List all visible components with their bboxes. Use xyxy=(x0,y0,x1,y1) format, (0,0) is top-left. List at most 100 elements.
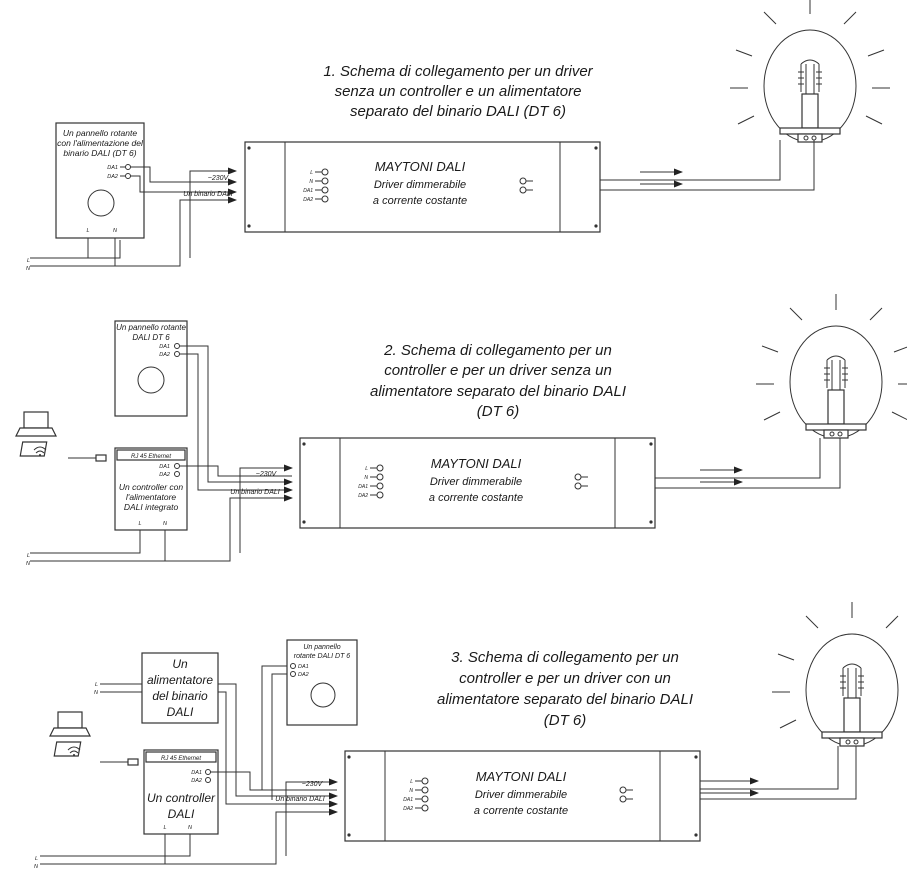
controller-2 xyxy=(114,447,188,531)
panel-1-l: L xyxy=(86,228,89,234)
controller-3-da1: DA1 xyxy=(191,770,202,776)
rotary-panel-1 xyxy=(55,122,145,239)
diagram-2 xyxy=(15,293,907,562)
diagram-2-title-line-3: alimentatore separato del binario DALI xyxy=(370,383,626,400)
driver-1-l: L xyxy=(310,170,313,176)
driver-2-da2: DA2 xyxy=(358,493,368,499)
controller-2-n: N xyxy=(163,521,167,527)
controller-2-text-1: Un controller con xyxy=(119,482,184,492)
ethernet-plug-3 xyxy=(100,758,139,766)
driver-2-n: N xyxy=(364,475,368,481)
controller-2-rj45: RJ 45 Ethernet xyxy=(131,454,171,460)
driver-2-l: L xyxy=(365,466,368,472)
panel-1-n: N xyxy=(113,228,117,234)
diagram-1 xyxy=(30,0,891,267)
driver-2-name: MAYTONI DALI xyxy=(431,456,522,471)
psu-3-text-4: DALI xyxy=(167,705,194,719)
diagram-2-title-line-4: (DT 6) xyxy=(477,403,520,420)
driver-1-da1: DA1 xyxy=(303,188,313,194)
psu-3-text-2: alimentatore xyxy=(147,673,213,687)
diagram-2-title-line-1: 2. Schema di collegamento per un xyxy=(383,342,612,359)
driver-1-line-2: Driver dimmerabile xyxy=(374,179,466,191)
driver-3-line-3: a corrente costante xyxy=(474,805,568,817)
mains-1-l: L xyxy=(27,258,30,264)
rotary-panel-3 xyxy=(286,639,358,726)
panel-2-text-2: DALI DT 6 xyxy=(132,333,170,342)
driver-2-da1: DA1 xyxy=(358,484,368,490)
diagram-3-230v: ~230V xyxy=(302,781,324,788)
lamp-3 xyxy=(771,601,907,747)
panel-3-da2: DA2 xyxy=(298,672,309,678)
diagram-1-title-line-3: separato del binario DALI (DT 6) xyxy=(350,103,566,120)
controller-2-da2: DA2 xyxy=(159,472,170,478)
driver-3-n: N xyxy=(409,788,413,794)
diagram-2-bus: Un binario DALI xyxy=(230,489,279,496)
wires-1 xyxy=(30,140,815,267)
wires-2 xyxy=(30,345,841,562)
panel-1-text-3: binario DALI (DT 6) xyxy=(63,148,136,158)
diagram-1-title-line-2: senza un controller e un alimentatore xyxy=(335,83,582,100)
psu-3-text-3: del binario xyxy=(152,689,208,703)
panel-2-da1: DA1 xyxy=(159,344,170,350)
mains-2-n: N xyxy=(26,561,30,567)
driver-3-da1: DA1 xyxy=(403,797,413,803)
panel-2-text-1: Un pannello rotante xyxy=(116,323,186,332)
panel-1-da2: DA2 xyxy=(107,174,118,180)
controller-2-text-3: DALI integrato xyxy=(124,502,179,512)
diagram-1-230v: ~230V xyxy=(208,175,230,182)
panel-1-text-1: Un pannello rotante xyxy=(63,128,137,138)
mains-1-n: N xyxy=(26,266,30,272)
power-supply-3 xyxy=(141,652,219,724)
psu-3-mains-l: L xyxy=(95,682,98,688)
controller-3-text-1: Un controller xyxy=(147,791,216,805)
lamp-1 xyxy=(729,0,891,143)
mains-3-n: N xyxy=(34,864,38,869)
diagram-3-title-line-1: 3. Schema di collegamento per un xyxy=(451,649,679,666)
diagram-2-title-line-2: controller e per un driver senza un xyxy=(384,362,612,379)
mains-3-l: L xyxy=(35,856,38,862)
diagram-2-230v: ~230V xyxy=(256,471,278,478)
diagram-1-title-line-1: 1. Schema di collegamento per un driver xyxy=(323,63,593,80)
mains-2-l: L xyxy=(27,553,30,559)
panel-3-text-1: Un pannello xyxy=(303,644,340,651)
panel-2-da2: DA2 xyxy=(159,352,170,358)
controller-3-da2: DA2 xyxy=(191,778,202,784)
controller-2-text-2: l'alimentatore xyxy=(126,492,177,502)
controller-3-n: N xyxy=(188,825,192,831)
controller-2-da1: DA1 xyxy=(159,464,170,470)
panel-3-text-2: rotante DALI DT 6 xyxy=(294,653,351,660)
driver-2-line-3: a corrente costante xyxy=(429,492,523,504)
panel-1-text-2: con l'alimentazione del xyxy=(57,138,144,148)
diagram-1-bus: Un binario DALI xyxy=(183,191,232,198)
psu-3-mains-n: N xyxy=(94,690,98,696)
controller-2-l: L xyxy=(138,521,141,527)
diagram-3-title-line-3: alimentatore separato del binario DALI xyxy=(437,691,693,708)
driver-3-line-2: Driver dimmerabile xyxy=(475,789,567,801)
diagram-3-title-line-4: (DT 6) xyxy=(544,712,587,729)
driver-3-name: MAYTONI DALI xyxy=(476,769,567,784)
driver-3-da2: DA2 xyxy=(403,806,413,812)
lamp-2 xyxy=(755,293,907,439)
controller-3-l: L xyxy=(163,825,166,831)
psu-3-text-1: Un xyxy=(172,657,188,671)
laptop-2 xyxy=(15,411,57,457)
driver-2-line-2: Driver dimmerabile xyxy=(430,476,522,488)
panel-3-da1: DA1 xyxy=(298,664,309,670)
panel-1-da1: DA1 xyxy=(107,165,118,171)
ethernet-plug-2 xyxy=(68,454,107,462)
driver-1-line-3: a corrente costante xyxy=(373,195,467,207)
controller-3-rj45: RJ 45 Ethernet xyxy=(161,756,201,762)
driver-1-n: N xyxy=(309,179,313,185)
laptop-3 xyxy=(49,711,91,757)
driver-1-da2: DA2 xyxy=(303,197,313,203)
wires-3 xyxy=(40,665,857,865)
diagram-3-bus: Un binario DALI xyxy=(275,796,324,803)
rotary-panel-2 xyxy=(114,320,188,417)
controller-3-text-2: DALI xyxy=(168,807,195,821)
driver-1-name: MAYTONI DALI xyxy=(375,159,466,174)
diagram-3 xyxy=(40,601,907,865)
driver-3-l: L xyxy=(410,779,413,785)
controller-3 xyxy=(143,749,219,835)
diagram-3-title-line-2: controller e per un driver con un xyxy=(459,670,671,687)
